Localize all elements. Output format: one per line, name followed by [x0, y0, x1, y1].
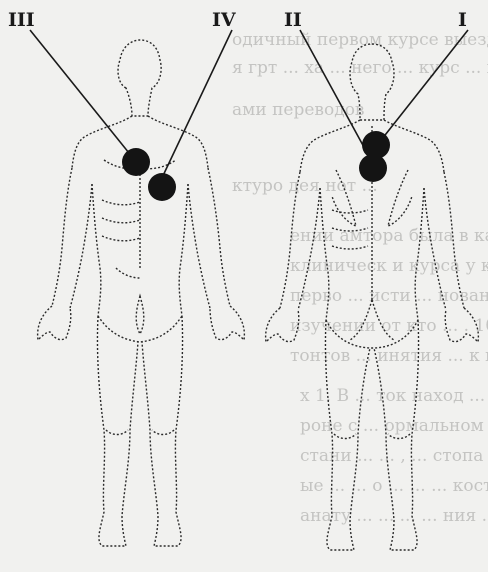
label-I: I — [458, 9, 467, 31]
marker-dot-III — [122, 148, 150, 176]
pointer-line-IV — [160, 30, 232, 182]
label-II: II — [284, 9, 302, 31]
label-III: III — [8, 9, 35, 31]
pointer-lines — [30, 30, 468, 182]
pointer-line-II — [300, 30, 371, 160]
marker-dot-II — [359, 154, 387, 182]
numeral-labels: III IV II I — [8, 9, 467, 31]
marker-dot-IV — [148, 173, 176, 201]
back-figure — [266, 44, 479, 550]
pointer-line-III — [30, 30, 133, 158]
front-figure — [38, 40, 245, 546]
label-IV: IV — [212, 9, 237, 31]
pointer-line-I — [378, 30, 468, 144]
